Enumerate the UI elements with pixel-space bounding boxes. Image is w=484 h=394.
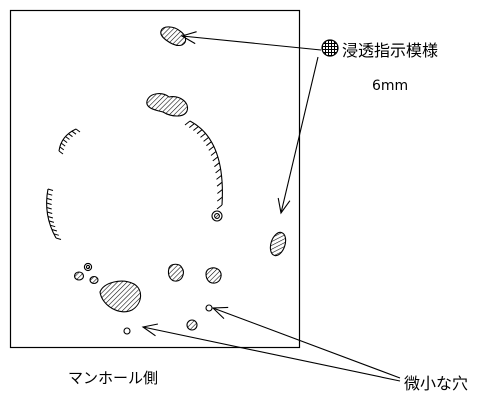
leader-line-to-micro-hole-2 <box>142 326 401 382</box>
hatched-circle-icon <box>321 39 339 57</box>
indication-blob <box>160 26 187 47</box>
indication-blob <box>269 231 287 257</box>
manhole-side-label: マンホール側 <box>68 369 158 387</box>
indication-blob <box>89 275 99 285</box>
indication-streak-hatch <box>46 188 62 240</box>
indication-ring-core <box>214 213 220 219</box>
leader-line-to-top-blob <box>181 35 322 51</box>
small-hole-label: 微小な穴 <box>404 374 468 393</box>
inspection-area-frame <box>9 9 301 349</box>
indication-streak-spine <box>58 128 77 152</box>
legend-label: 浸透指示模様 <box>342 41 438 60</box>
indication-blob <box>205 267 222 284</box>
indication-blob <box>167 263 184 282</box>
legend-size: 6mm <box>372 78 408 94</box>
indication-blob <box>85 264 91 270</box>
leader-arrows <box>141 31 401 382</box>
arrowhead <box>141 323 159 337</box>
micro-hole <box>123 327 131 335</box>
indication-streaks <box>46 120 223 240</box>
indication-group <box>46 26 287 335</box>
indication-blob <box>73 271 85 281</box>
leader-line-to-micro-hole-1 <box>212 307 401 379</box>
leader-line-to-right-blob <box>280 56 319 214</box>
indication-streak-hatch <box>184 120 223 210</box>
indication-streak-hatch <box>58 128 81 155</box>
indication-blob <box>99 280 142 313</box>
indication-streak-spine <box>189 120 223 206</box>
micro-hole <box>205 304 213 312</box>
arrowhead <box>180 31 197 45</box>
arrowhead <box>211 306 229 319</box>
indication-blob <box>146 93 189 117</box>
indication-blob <box>186 319 198 331</box>
arrowhead <box>277 197 291 215</box>
